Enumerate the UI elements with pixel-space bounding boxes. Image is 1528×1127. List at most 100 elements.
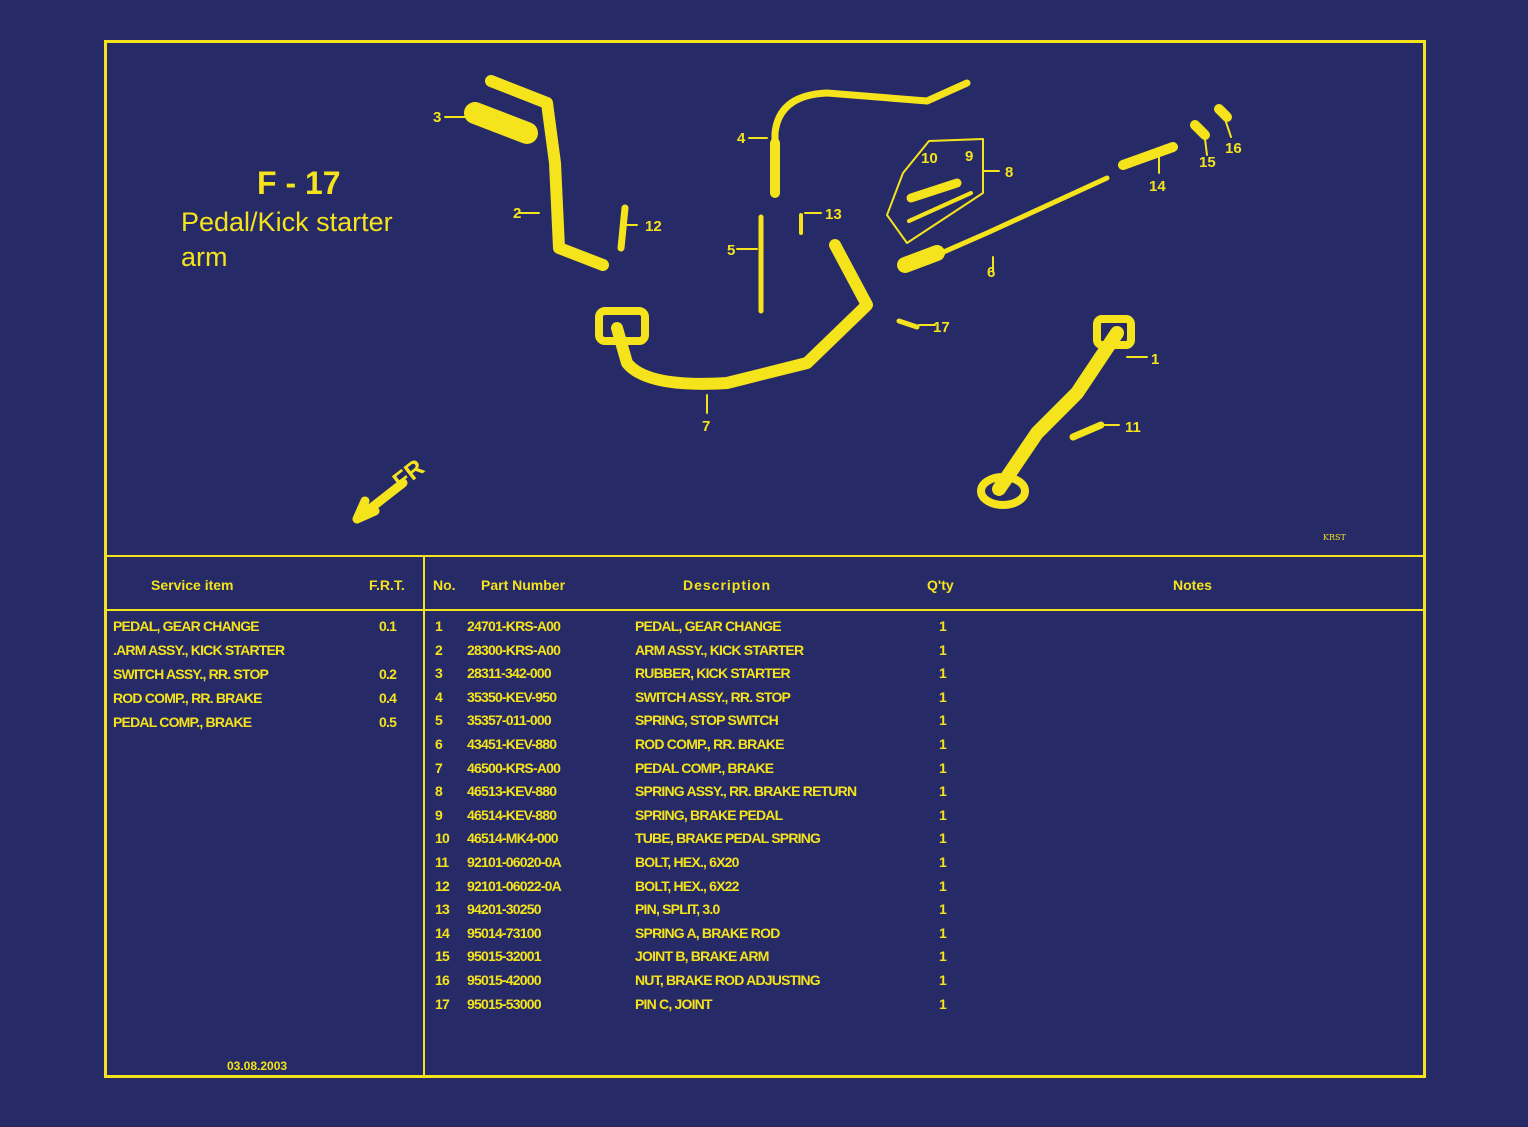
header-service-item: Service item <box>151 577 234 593</box>
part-qty: 1 <box>939 712 947 729</box>
part-qty: 1 <box>939 806 947 823</box>
part-description: SPRING A, BRAKE ROD <box>635 924 780 941</box>
part-description: ARM ASSY., KICK STARTER <box>635 641 804 658</box>
callout-9: 9 <box>965 148 973 165</box>
part-qty: 1 <box>939 995 947 1012</box>
brake-rod-joint <box>897 245 945 273</box>
part-description: PIN, SPLIT, 3.0 <box>635 901 720 918</box>
brake-pedal-pad <box>595 307 649 345</box>
part-description: TUBE, BRAKE PEDAL SPRING <box>635 830 821 847</box>
header-frt: F.R.T. <box>369 577 405 593</box>
spring-tube <box>906 178 962 203</box>
service-frt: 0.5 <box>379 714 397 730</box>
spring-a-brake-rod <box>1118 142 1178 170</box>
service-item: .ARM ASSY., KICK STARTER <box>113 642 285 658</box>
service-item: SWITCH ASSY., RR. STOP <box>113 666 269 682</box>
header-divider <box>107 609 1423 611</box>
part-qty: 1 <box>939 901 947 918</box>
callout-3: 3 <box>433 109 441 126</box>
part-qty: 1 <box>939 948 947 965</box>
callout-8: 8 <box>1005 164 1013 181</box>
fr-arrow <box>352 478 408 524</box>
callout-4: 4 <box>737 130 746 147</box>
part-description: RUBBER, KICK STARTER <box>635 665 791 682</box>
sheet-date: 03.08.2003 <box>227 1059 288 1073</box>
part-part-number: 24701-KRS-A00 <box>467 618 561 634</box>
kick-starter-rubber <box>464 102 538 144</box>
part-qty: 1 <box>939 618 947 634</box>
part-no: 5 <box>435 712 443 729</box>
part-qty: 1 <box>939 783 947 800</box>
part-qty: 1 <box>939 972 947 988</box>
part-part-number: 46514-MK4-000 <box>467 830 559 847</box>
stop-switch-cable <box>771 79 971 177</box>
figure-title: Pedal/Kick starter arm <box>181 207 393 272</box>
part-part-number: 46500-KRS-A00 <box>467 759 561 776</box>
part-description: BOLT, HEX., 6X20 <box>635 854 739 870</box>
service-item: PEDAL, GEAR CHANGE <box>113 618 260 634</box>
callout-6: 6 <box>987 264 995 281</box>
part-description: PEDAL COMP., BRAKE <box>635 759 774 776</box>
part-qty: 1 <box>939 924 947 941</box>
callout-17: 17 <box>933 319 950 336</box>
callout-2: 2 <box>513 205 521 222</box>
gear-pedal-toe <box>977 473 1029 509</box>
callout-14: 14 <box>1149 178 1166 195</box>
kick-starter-arm <box>485 75 609 271</box>
part-description: SPRING ASSY., RR. BRAKE RETURN <box>635 783 857 800</box>
gear-pedal-pad <box>1093 315 1135 349</box>
part-part-number: 95015-32001 <box>467 948 542 965</box>
part-qty: 1 <box>939 641 947 658</box>
header-notes: Notes <box>1173 577 1212 593</box>
part-part-number: 35350-KEV-950 <box>467 688 557 705</box>
part-description: JOINT B, BRAKE ARM <box>635 948 769 965</box>
callout-10: 10 <box>921 150 938 167</box>
part-no: 15 <box>435 948 450 965</box>
part-part-number: 95015-42000 <box>467 972 542 988</box>
return-spring-box <box>886 138 984 244</box>
part-part-number: 43451-KEV-880 <box>467 736 557 752</box>
part-description: SPRING, BRAKE PEDAL <box>635 806 783 823</box>
part-no: 4 <box>435 688 443 705</box>
part-no: 2 <box>435 641 443 658</box>
part-no: 7 <box>435 759 443 776</box>
callout-12: 12 <box>645 218 662 235</box>
part-description: SPRING, STOP SWITCH <box>635 712 779 729</box>
diagram-table-divider <box>107 555 1423 557</box>
part-no: 9 <box>435 806 443 823</box>
spring-coil <box>907 191 973 223</box>
part-no: 11 <box>435 854 449 870</box>
part-part-number: 94201-30250 <box>467 901 542 918</box>
parts-illustration: 1 2 3 4 5 6 7 8 9 10 11 12 13 14 15 16 1… <box>352 75 1242 524</box>
parts-sheet-frame: F - 17 Pedal/Kick starter arm KRST <box>104 40 1426 1078</box>
brake-pedal <box>611 239 873 390</box>
part-description: BOLT, HEX., 6X22 <box>635 877 739 894</box>
part-part-number: 92101-06020-0A <box>467 854 562 870</box>
part-part-number: 95014-73100 <box>467 924 542 941</box>
part-description: SWITCH ASSY., RR. STOP <box>635 688 791 705</box>
part-part-number: 28311-342-000 <box>467 665 552 682</box>
callout-13: 13 <box>825 206 842 223</box>
callout-5: 5 <box>727 242 735 259</box>
bolt-12 <box>617 204 629 252</box>
service-frt: 0.2 <box>379 666 397 682</box>
part-part-number: 95015-53000 <box>467 995 542 1012</box>
service-item: ROD COMP., RR. BRAKE <box>113 690 262 706</box>
column-divider <box>423 555 425 1075</box>
part-part-number: 46514-KEV-880 <box>467 806 557 823</box>
part-no: 6 <box>435 736 443 752</box>
part-part-number: 92101-06022-0A <box>467 877 562 894</box>
part-qty: 1 <box>939 736 947 752</box>
service-item: PEDAL COMP., BRAKE <box>113 714 252 730</box>
figure-ref-code: KRST <box>1323 533 1346 542</box>
part-description: PIN C, JOINT <box>635 995 713 1012</box>
part-no: 1 <box>435 618 443 634</box>
bolt-11 <box>1069 421 1105 441</box>
exploded-diagram: F - 17 Pedal/Kick starter arm KRST <box>107 43 1423 555</box>
part-no: 8 <box>435 783 443 800</box>
part-qty: 1 <box>939 688 947 705</box>
part-part-number: 35357-011-000 <box>467 712 552 729</box>
part-no: 13 <box>435 901 450 918</box>
part-qty: 1 <box>939 830 947 847</box>
part-no: 3 <box>435 665 443 682</box>
